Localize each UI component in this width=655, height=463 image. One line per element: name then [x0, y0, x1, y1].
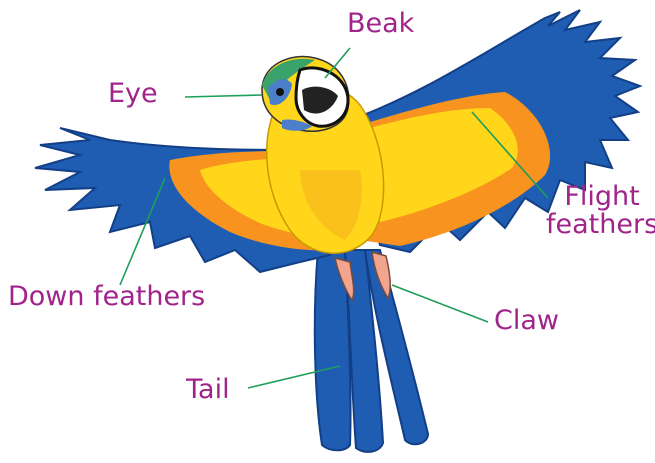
label-beak: Beak: [347, 10, 414, 38]
leader-line-eye: [185, 95, 262, 97]
label-flight-line1: Flight: [546, 183, 655, 211]
eye-dot: [276, 88, 284, 96]
label-flight-line2: feathers: [546, 211, 655, 239]
label-tail: Tail: [186, 376, 230, 404]
tail-feathers: [315, 250, 428, 452]
label-down-feathers: Down feathers: [8, 283, 205, 311]
label-eye: Eye: [108, 80, 158, 108]
label-flight-feathers: Flight feathers: [546, 183, 655, 240]
label-claw: Claw: [494, 307, 559, 335]
leader-line-claw: [392, 285, 488, 322]
